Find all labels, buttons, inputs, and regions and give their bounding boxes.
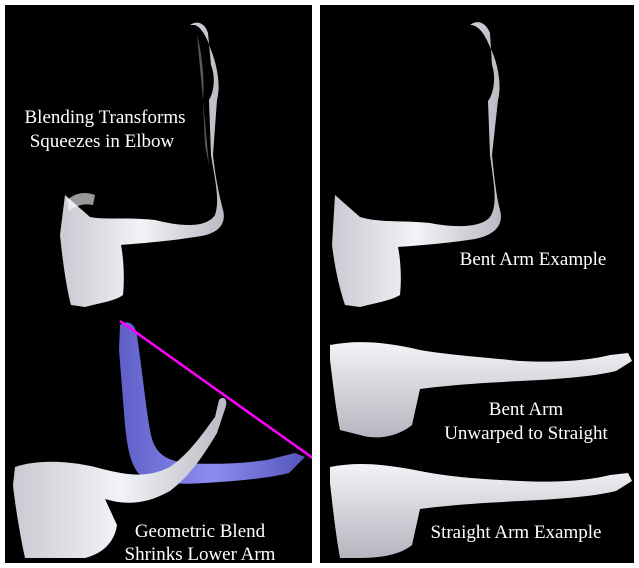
caption-unwarped-line1: Bent Arm (489, 399, 564, 420)
right-figure-panel: Bent Arm Example Bent Arm Unwarped to St… (320, 5, 634, 563)
right-panel-drawing: Bent Arm Example Bent Arm Unwarped to St… (320, 5, 634, 563)
caption-top-left-line1: Blending Transforms (25, 107, 186, 128)
caption-bottom-left-line1: Geometric Blend (135, 521, 266, 542)
caption-unwarped-line2: Unwarped to Straight (444, 423, 608, 444)
straight-arm-example-figure (330, 464, 632, 558)
left-panel-drawing: Blending Transforms Squeezes in Elbow Ge… (5, 5, 312, 563)
caption-bottom-left-line2: Shrinks Lower Arm (125, 544, 276, 563)
left-figure-panel: Blending Transforms Squeezes in Elbow Ge… (5, 5, 312, 563)
caption-top-left-line2: Squeezes in Elbow (30, 131, 175, 152)
bent-arm-squeezed-elbow-figure (60, 23, 224, 307)
caption-straight-arm-example: Straight Arm Example (431, 522, 602, 543)
caption-bent-arm-example: Bent Arm Example (460, 249, 607, 270)
